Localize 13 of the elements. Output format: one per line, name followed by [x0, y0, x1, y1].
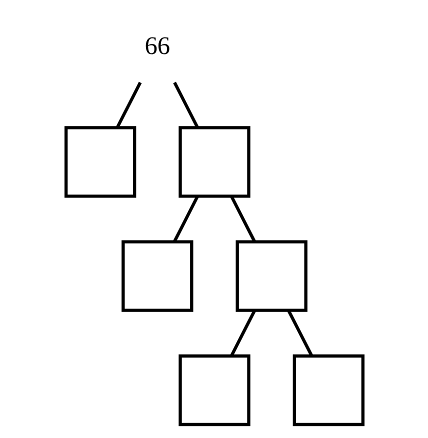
connector [172, 196, 198, 242]
connector [286, 310, 313, 357]
connector [230, 196, 256, 242]
node-box [178, 126, 250, 198]
connector [115, 82, 142, 128]
node-box [121, 240, 193, 312]
connector [230, 310, 256, 357]
node-box [64, 126, 136, 198]
node-box [178, 354, 250, 426]
node-box [292, 354, 364, 426]
connector [172, 82, 198, 128]
node-text: 66 [144, 32, 170, 60]
node-box [235, 240, 307, 312]
